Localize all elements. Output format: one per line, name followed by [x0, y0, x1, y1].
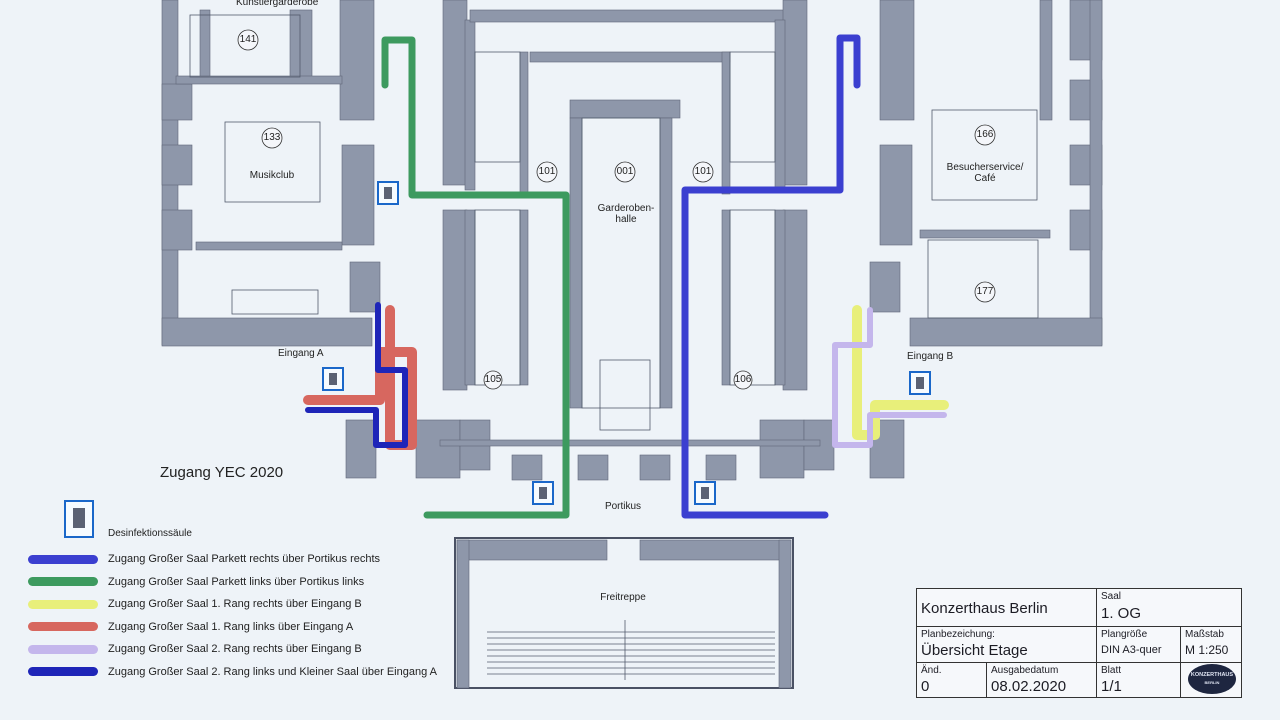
tb-aend-label: Änd.: [921, 665, 942, 676]
legend-label: Zugang Großer Saal 2. Rang links und Kle…: [108, 665, 437, 678]
label-kuenstlergarderobe: Künstlergarderobe: [236, 0, 319, 8]
room-177: 177: [976, 286, 994, 297]
label-musikclub: Musikclub: [249, 170, 295, 181]
room-001: 001: [616, 166, 634, 177]
disinfection-station-icon: [64, 500, 94, 538]
tb-aend-value: 0: [921, 678, 930, 695]
legend-item: Zugang Großer Saal 1. Rang rechts über E…: [28, 593, 437, 616]
tb-size-label: Plangröße: [1101, 629, 1148, 640]
room-circles: [237, 29, 996, 390]
route-yellow: [852, 305, 949, 440]
label-eingang-a: Eingang A: [278, 348, 324, 359]
tb-scale-value: M 1:250: [1185, 643, 1229, 657]
room-106: 106: [734, 374, 752, 385]
tb-size-value: DIN A3-quer: [1101, 644, 1162, 656]
route-lilac: [832, 307, 947, 448]
konzerthaus-logo: KONZERTHAUS BERLIN: [1188, 664, 1236, 694]
tb-blatt-value: 1/1: [1101, 678, 1122, 695]
legend-item: Zugang Großer Saal Parkett links über Po…: [28, 571, 437, 594]
tb-saal-label: Saal: [1101, 591, 1122, 602]
room-133: 133: [263, 132, 281, 143]
label-besucherservice: Besucherservice/ Café: [946, 162, 1024, 184]
legend-swatch: [28, 667, 98, 677]
room-101-right: 101: [694, 166, 712, 177]
tb-plan-value: Übersicht Etage: [921, 642, 1028, 659]
tb-scale-label: Maßstab: [1185, 629, 1224, 640]
routes: [303, 34, 949, 519]
legend-swatch: [28, 577, 98, 587]
interior-lines: [189, 14, 1039, 680]
legend-label: Zugang Großer Saal Parkett rechts über P…: [108, 553, 381, 566]
route-legend: Zugang Großer Saal Parkett rechts über P…: [28, 548, 437, 683]
disinfection-station-icon: [322, 181, 931, 505]
logo-line-1: KONZERTHAUS: [1190, 672, 1234, 678]
legend-swatch: [28, 644, 98, 654]
room-105: 105: [484, 374, 502, 385]
title-block: Konzerthaus Berlin Saal 1. OG Planbezeic…: [916, 588, 1242, 698]
legend-label: Zugang Großer Saal 1. Rang links über Ei…: [108, 620, 354, 633]
legend-swatch: [28, 599, 98, 609]
legend-label: Zugang Großer Saal Parkett links über Po…: [108, 575, 365, 588]
tb-name: Konzerthaus Berlin: [921, 600, 1048, 617]
room-141: 141: [239, 34, 257, 45]
tb-saal-value: 1. OG: [1101, 605, 1142, 622]
label-freitreppe: Freitreppe: [600, 592, 646, 603]
label-eingang-b: Eingang B: [907, 351, 954, 362]
legend-label: Zugang Großer Saal 1. Rang rechts über E…: [108, 598, 362, 611]
legend-item: Zugang Großer Saal 2. Rang links und Kle…: [28, 661, 437, 684]
route-green: [381, 36, 570, 519]
route-navy: [305, 302, 408, 448]
legend-item: Zugang Großer Saal 2. Rang rechts über E…: [28, 638, 437, 661]
tb-date-label: Ausgabedatum: [991, 665, 1059, 676]
legend-swatch: [28, 554, 98, 564]
room-166: 166: [976, 129, 994, 140]
legend-disinfection-label: Desinfektionssäule: [108, 528, 192, 539]
label-garderobenhalle: Garderoben- halle: [597, 203, 655, 225]
legend-label: Zugang Großer Saal 2. Rang rechts über E…: [108, 643, 362, 656]
legend-item: Zugang Großer Saal Parkett rechts über P…: [28, 548, 437, 571]
label-zugang-yec: Zugang YEC 2020: [160, 464, 284, 481]
tb-date-value: 08.02.2020: [991, 678, 1067, 695]
logo-line-2: BERLIN: [1204, 680, 1220, 685]
legend-item: Zugang Großer Saal 1. Rang links über Ei…: [28, 616, 437, 639]
room-101-left: 101: [538, 166, 556, 177]
tb-blatt-label: Blatt: [1101, 665, 1122, 676]
route-blue: [681, 34, 861, 519]
label-portikus: Portikus: [604, 501, 642, 512]
legend-swatch: [28, 622, 98, 632]
building-walls: [161, 0, 1103, 689]
tb-plan-label: Planbezeichung:: [921, 629, 995, 640]
